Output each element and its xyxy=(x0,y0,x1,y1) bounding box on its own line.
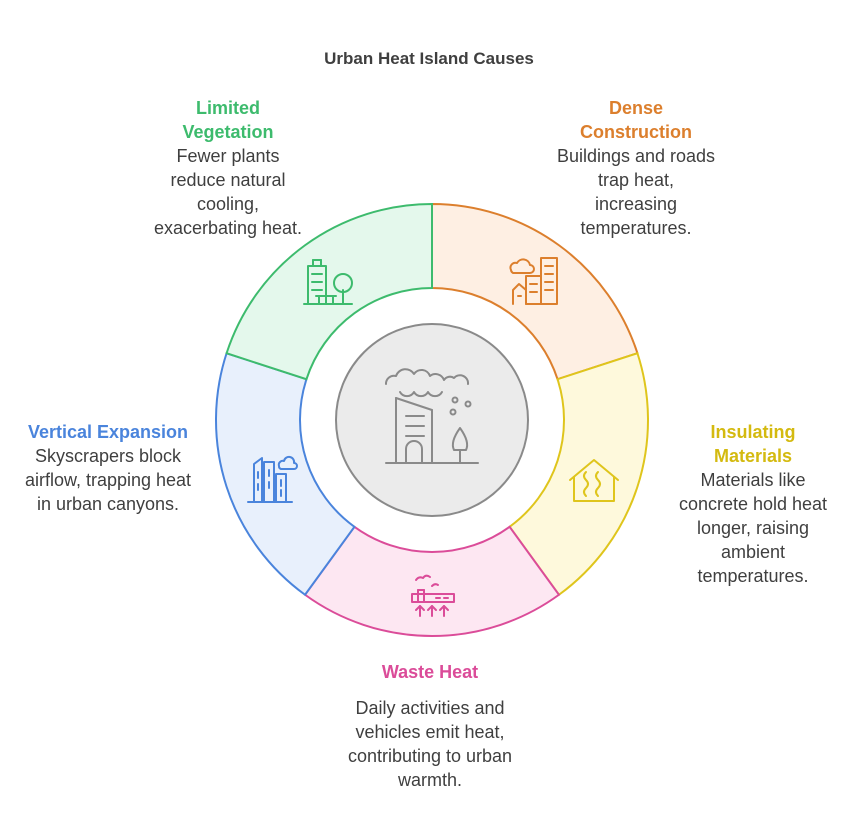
ring-segment-insulating xyxy=(508,351,649,597)
segment-heading: Vertical Expansion xyxy=(27,422,189,442)
segment-body: Materials like concrete hold heat longer… xyxy=(678,470,828,586)
city-buildings-icon xyxy=(509,257,558,305)
label-waste-heat: Waste Heat Daily activities and vehicles… xyxy=(330,660,530,792)
ring-segment-vegetation xyxy=(225,202,433,381)
label-dense-construction: Dense Construction Buildings and roads t… xyxy=(556,96,716,240)
label-vertical-expansion: Vertical Expansion Skyscrapers block air… xyxy=(22,420,194,516)
diagram-title: Urban Heat Island Causes xyxy=(324,49,534,68)
segment-body: Buildings and roads trap heat, increasin… xyxy=(556,146,716,238)
label-limited-vegetation: Limited Vegetation Fewer plants reduce n… xyxy=(148,96,308,240)
building-tree-icon xyxy=(303,259,353,305)
segment-body: Daily activities and vehicles emit heat,… xyxy=(347,698,513,790)
house-heat-icon xyxy=(569,459,619,502)
factory-heat-icon xyxy=(411,574,455,617)
segment-body: Skyscrapers block airflow, trapping heat… xyxy=(24,446,192,514)
skyscrapers-icon xyxy=(247,455,298,503)
segment-heading: Insulating Materials xyxy=(710,422,796,466)
label-insulating-materials: Insulating Materials Materials like conc… xyxy=(674,420,832,588)
segment-heading: Limited Vegetation xyxy=(182,98,274,142)
urban-smog-icon xyxy=(385,368,479,464)
segment-body: Fewer plants reduce natural cooling, exa… xyxy=(153,146,303,238)
segment-heading: Dense Construction xyxy=(580,98,692,142)
segment-heading: Waste Heat xyxy=(381,662,479,682)
ring-segment-waste xyxy=(303,525,561,637)
